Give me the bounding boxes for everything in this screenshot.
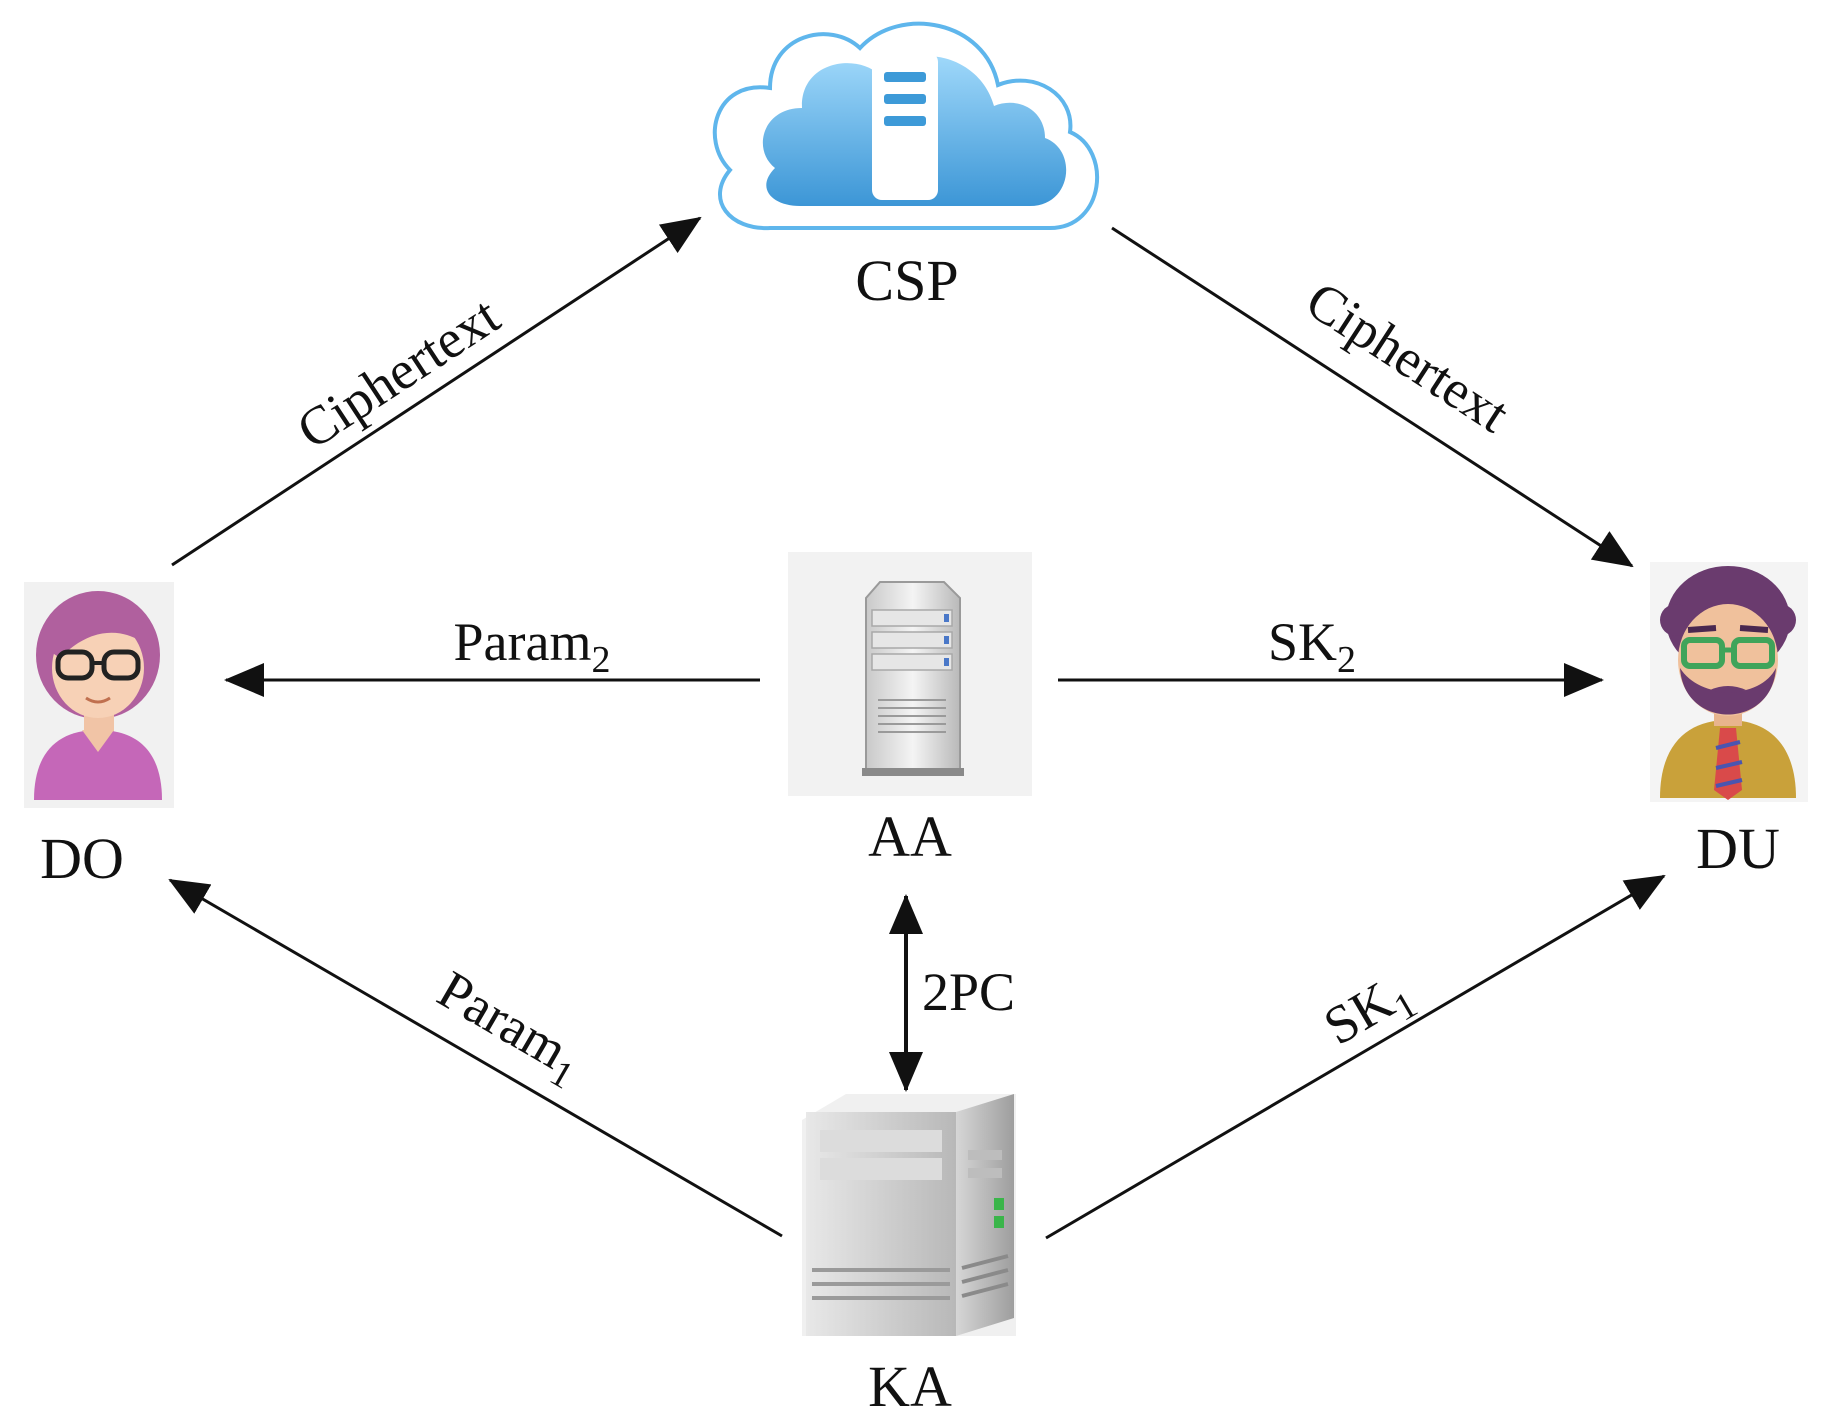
edge-csp-to-du: Ciphertext [1111, 226, 1634, 568]
edge-aa-to-du: SK2 [1058, 612, 1604, 697]
du-node: DU [1650, 562, 1808, 881]
do-node: DO [24, 582, 174, 891]
edge-label-do-to-csp: Ciphertext [286, 285, 509, 460]
edge-label-aa-to-du-sub: 2 [1337, 639, 1356, 681]
female-user-avatar-icon [24, 582, 174, 808]
arrow-csp-to-du [1111, 226, 1634, 568]
edge-label-aa-to-du: SK2 [1268, 612, 1356, 681]
edge-aa-to-do: Param2 [224, 612, 760, 697]
edge-label-aa-ka: 2PC [922, 962, 1015, 1022]
edge-label-aa-to-do: Param2 [454, 612, 611, 681]
edge-aa-ka-2pc: 2PC [889, 894, 1015, 1092]
male-user-avatar-icon [1650, 562, 1808, 802]
edge-label-aa-to-do-sub: 2 [591, 639, 610, 681]
ka-label: KA [868, 1354, 952, 1419]
server-tower-icon [788, 552, 1032, 796]
csp-label: CSP [855, 248, 958, 313]
edge-do-to-csp: Ciphertext [171, 216, 702, 567]
edge-ka-to-do: Param1 [168, 878, 783, 1238]
edge-label-csp-to-du: Ciphertext [1296, 270, 1520, 444]
edge-ka-to-du: SK1 [1045, 874, 1666, 1240]
edge-label-ka-to-do-main: Param [428, 959, 577, 1080]
csp-node: CSP [712, 21, 1100, 313]
do-label: DO [40, 826, 124, 891]
ka-node: KA [802, 1094, 1016, 1419]
server-tower-icon [802, 1094, 1016, 1336]
arrow-ka-to-do [168, 878, 783, 1238]
edge-label-aa-to-du-main: SK [1268, 612, 1337, 672]
cloud-server-icon [712, 21, 1100, 231]
du-label: DU [1696, 816, 1780, 881]
arrow-do-to-csp [171, 216, 702, 567]
aa-node: AA [788, 552, 1032, 869]
edge-label-aa-to-do-main: Param [454, 612, 592, 672]
arrow-ka-to-du [1045, 874, 1666, 1240]
aa-label: AA [868, 804, 952, 869]
edge-label-ka-to-du-main: SK [1314, 970, 1404, 1057]
